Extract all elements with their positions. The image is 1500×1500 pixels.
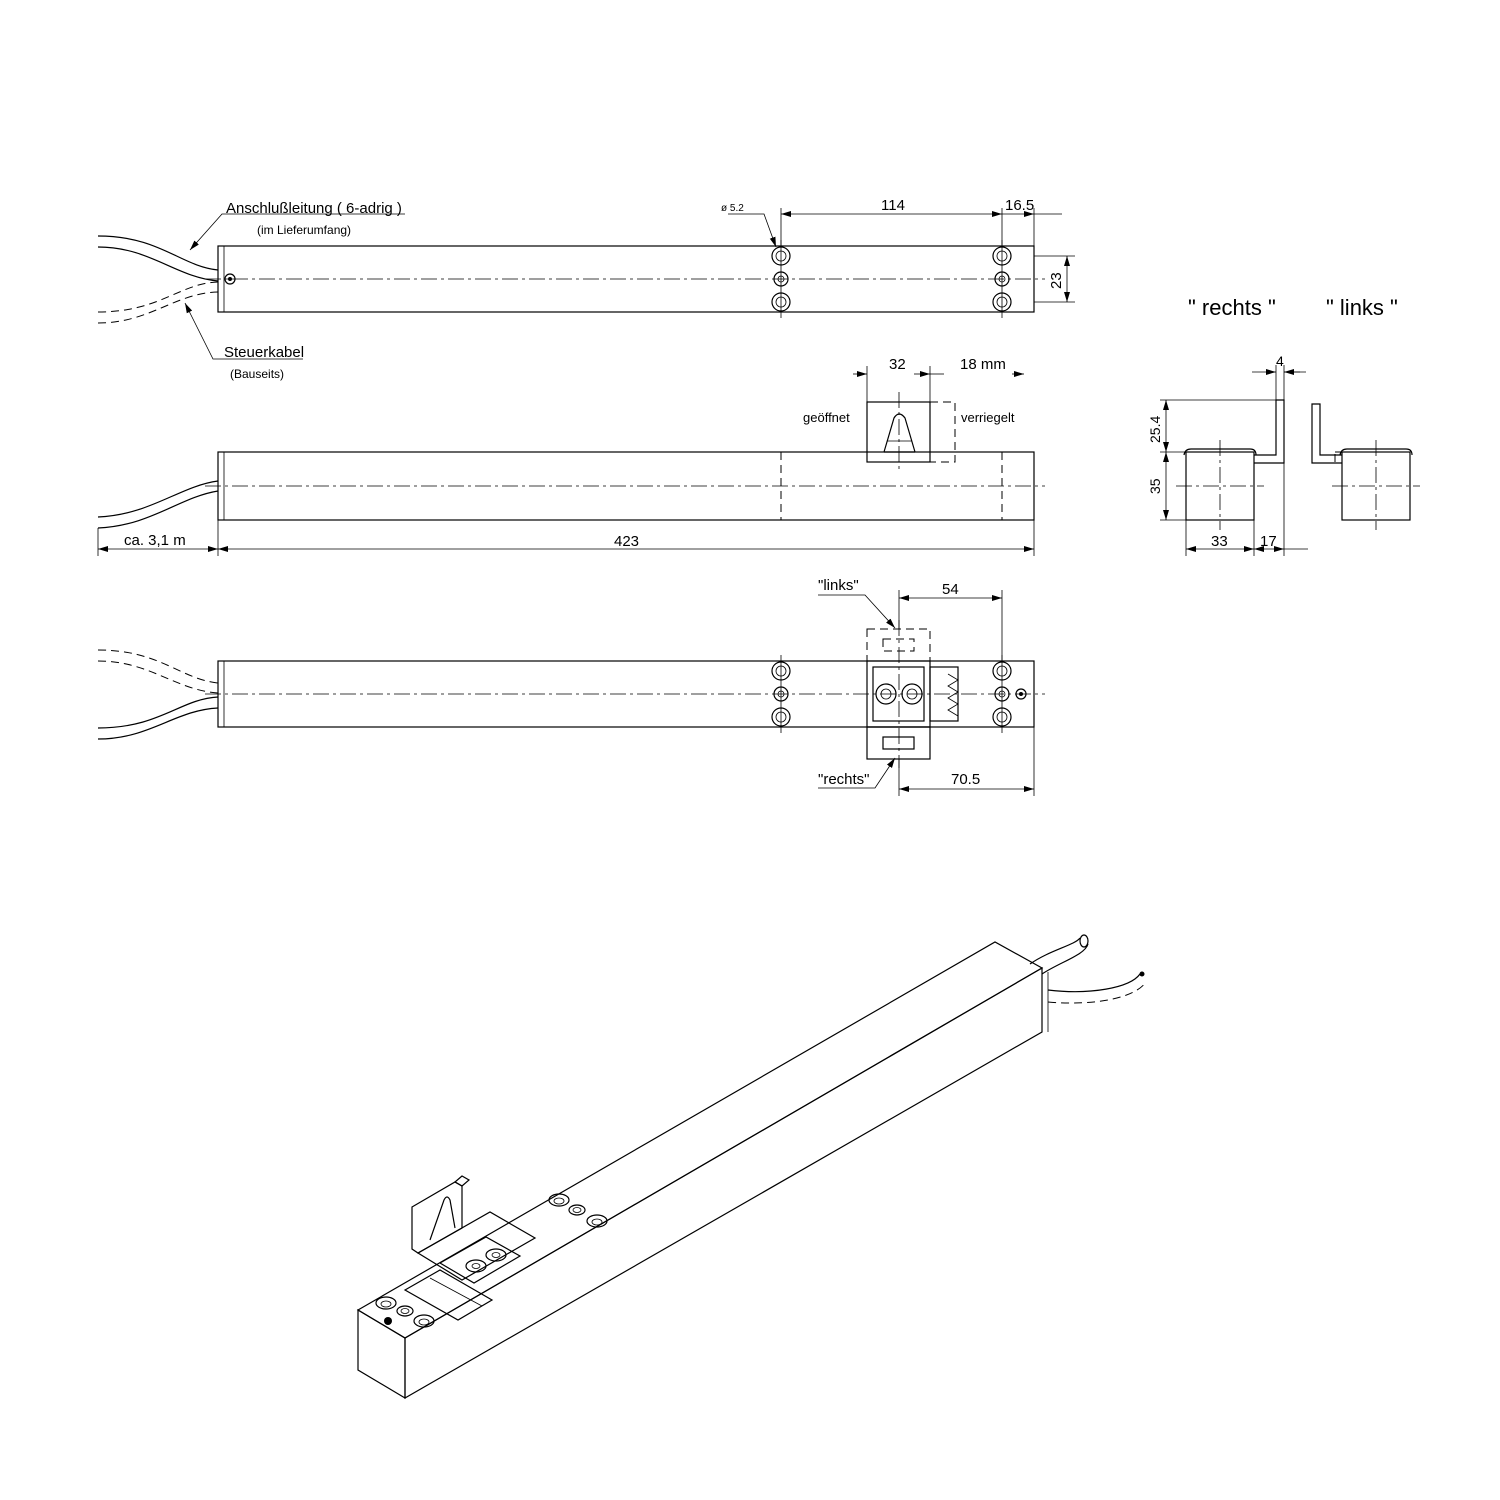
dim-33: 33 <box>1211 533 1228 550</box>
isometric-view <box>356 934 1147 1400</box>
bracket-rechts <box>866 726 931 760</box>
latch-plate <box>866 620 959 768</box>
dim-16-5: 16.5 <box>1005 197 1034 214</box>
leader-control <box>184 302 303 360</box>
side-view <box>97 366 1045 556</box>
dim-25-4: 25.4 <box>1147 416 1163 443</box>
holes-left <box>771 240 791 318</box>
label-supply-cable: Anschlußleitung ( 6-adrig ) <box>226 200 402 217</box>
dim-35: 35 <box>1147 478 1163 494</box>
dim-17: 17 <box>1260 533 1277 550</box>
bracket-links <box>866 628 931 662</box>
holes-right <box>992 240 1012 318</box>
label-locked: verriegelt <box>961 410 1015 425</box>
dim-423: 423 <box>614 533 639 550</box>
control-cable <box>97 281 219 313</box>
iso-end-face <box>357 1308 406 1400</box>
label-control-cable: Steuerkabel <box>224 344 304 361</box>
top-view <box>97 208 1075 360</box>
title-rechts: " rechts " <box>1188 295 1276 320</box>
dim-4: 4 <box>1276 353 1284 369</box>
end-view-right <box>1160 365 1308 556</box>
latch-side <box>866 392 956 470</box>
supply-cable <box>97 235 219 271</box>
title-links: " links " <box>1326 295 1398 320</box>
dim-70-5: 70.5 <box>951 771 980 788</box>
dim-54: 54 <box>942 581 959 598</box>
dim-23: 23 <box>1048 272 1065 289</box>
dim-32: 32 <box>889 356 906 373</box>
leader-supply <box>189 213 405 251</box>
dim-cable-length: ca. 3,1 m <box>124 532 186 549</box>
annotations: Anschlußleitung ( 6-adrig ) (im Lieferum… <box>124 197 1398 788</box>
iso-latch <box>403 1175 537 1321</box>
iso-side-face <box>404 966 1043 1400</box>
end-view-left <box>1311 403 1420 530</box>
label-control-note: (Bauseits) <box>230 367 284 381</box>
label-links-small: "links" <box>818 577 859 594</box>
label-opened: geöffnet <box>803 410 850 425</box>
label-supply-note: (im Lieferumfang) <box>257 223 351 237</box>
label-hole-dia: ø 5.2 <box>721 203 744 214</box>
dim-18mm: 18 mm <box>960 356 1006 373</box>
dim-114: 114 <box>881 197 905 214</box>
label-rechts-small: "rechts" <box>818 771 870 788</box>
bottom-view <box>97 590 1045 796</box>
